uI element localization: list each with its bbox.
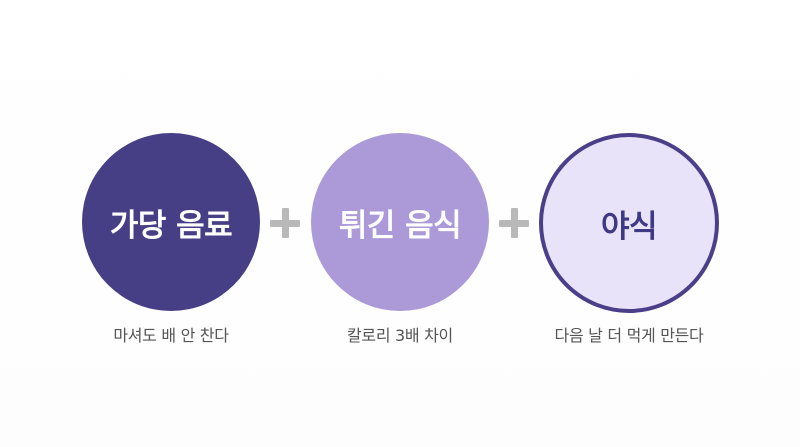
late-night-snack-caption: 다음 날 더 먹게 만든다 (554, 326, 704, 345)
fried-food-title: 튀긴 음식 (338, 207, 462, 244)
sugary-drink-title: 가당 음료 (109, 207, 233, 244)
plus-icon (270, 208, 300, 238)
late-night-snack-circle: 야식 (539, 133, 719, 313)
sugary-drink-caption: 마셔도 배 안 찬다 (113, 326, 229, 345)
late-night-snack-title: 야식 (600, 208, 658, 245)
fried-food-caption: 칼로리 3배 차이 (347, 326, 453, 345)
sugary-drink-circle: 가당 음료 (82, 133, 260, 311)
plus-icon (499, 208, 529, 238)
fried-food-circle: 튀긴 음식 (311, 133, 489, 311)
